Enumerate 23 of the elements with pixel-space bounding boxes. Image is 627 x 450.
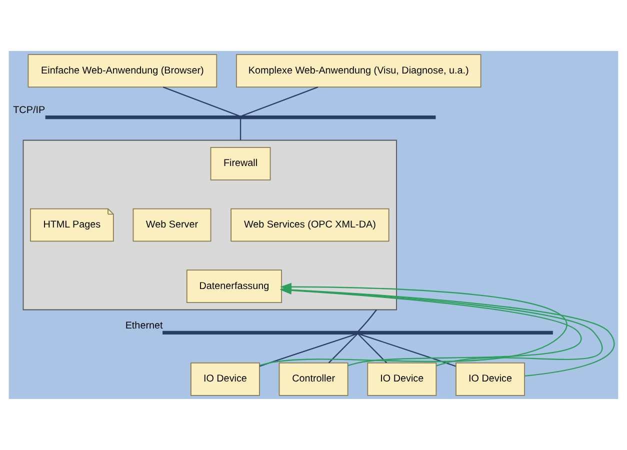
node-bar bbox=[162, 330, 553, 335]
node-box: Komplexe Web-Anwendung (Visu, Diagnose, u.a.) bbox=[236, 54, 482, 88]
node-label: Ethernet bbox=[125, 320, 163, 332]
connector bbox=[359, 334, 456, 367]
connector bbox=[242, 86, 318, 116]
connector bbox=[328, 334, 358, 364]
cluster bbox=[22, 140, 397, 310]
node-box: Einfache Web-Anwendung (Browser) bbox=[28, 54, 218, 88]
node-box: IO Device bbox=[367, 362, 437, 396]
node-box: Datenerfassung bbox=[186, 270, 282, 303]
connector bbox=[358, 334, 388, 364]
connector bbox=[240, 118, 242, 140]
node-box: Firewall bbox=[210, 147, 271, 180]
node-box: IO Device bbox=[190, 362, 260, 396]
node-bar bbox=[45, 115, 436, 120]
connector bbox=[259, 334, 356, 367]
node-label: TCP/IP bbox=[13, 105, 46, 116]
connector bbox=[162, 86, 240, 116]
node-box: Controller bbox=[278, 362, 348, 396]
connector bbox=[358, 309, 377, 332]
node-box: Web Server bbox=[132, 208, 212, 242]
node-box: IO Device bbox=[456, 362, 525, 396]
node-box: Web Services (OPC XML-DA) bbox=[230, 208, 390, 242]
